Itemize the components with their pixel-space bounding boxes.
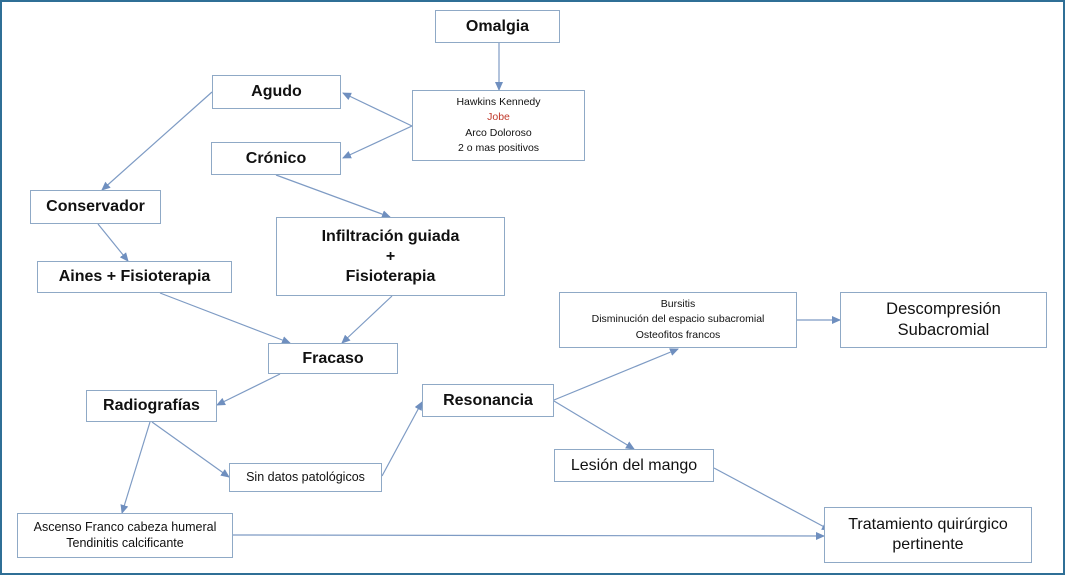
edge-tests-agudo (342, 92, 413, 127)
node-tests-line1: Hawkins Kennedy (456, 96, 541, 109)
edge-sindatos-resonancia (381, 401, 423, 477)
edge-resonancia-lesion (553, 400, 635, 450)
node-ascenso-line2: Tendinitis calcificante (66, 535, 184, 550)
node-cronico-label: Crónico (245, 149, 307, 167)
node-conservador: Conservador (30, 190, 161, 224)
node-radiografias-label: Radiografías (103, 397, 200, 414)
node-ascenso-line1: Ascenso Franco cabeza humeral (33, 519, 217, 534)
node-tratamiento-line2: pertinente (892, 536, 964, 553)
node-tratamiento: Tratamiento quirúrgico pertinente (824, 507, 1032, 563)
node-resonancia: Resonancia (422, 384, 554, 417)
node-descompresion-line1: Descompresión (886, 300, 1001, 319)
edge-fracaso-radiografias (216, 373, 281, 406)
node-fracaso: Fracaso (268, 343, 398, 374)
node-sin-datos: Sin datos patológicos (229, 463, 382, 492)
edge-lesion-tratamiento (713, 467, 831, 531)
node-conservador-label: Conservador (46, 198, 145, 215)
node-descompresion-line2: Subacromial (897, 321, 990, 339)
edge-conservador-aines (97, 223, 129, 262)
node-aines: Aines + Fisioterapia (37, 261, 232, 293)
edge-aines-fracaso (159, 292, 291, 344)
node-infiltracion: Infiltración guiada + Fisioterapia (276, 217, 505, 296)
node-lesion: Lesión del mango (554, 449, 714, 482)
node-tests: Hawkins Kennedy Jobe Arco Doloroso 2 o m… (412, 90, 585, 161)
node-lesion-label: Lesión del mango (570, 456, 698, 474)
edge-radiografias-sindatos (151, 421, 230, 478)
node-infiltracion-line3: Fisioterapia (345, 267, 436, 285)
node-fracaso-label: Fracaso (302, 349, 364, 367)
edge-ascenso-tratamiento (232, 531, 825, 540)
node-tests-line4: 2 o mas positivos (457, 141, 540, 154)
node-agudo: Agudo (212, 75, 341, 109)
node-descompresion: Descompresión Subacromial (840, 292, 1047, 348)
node-infiltracion-line2: + (385, 247, 396, 265)
node-omalgia-label: Omalgia (465, 17, 530, 35)
node-omalgia: Omalgia (435, 10, 560, 43)
edge-agudo-conservador (101, 91, 213, 191)
edge-cronico-infiltracion (275, 174, 391, 218)
node-aines-label: Aines + Fisioterapia (58, 268, 211, 285)
node-ascenso: Ascenso Franco cabeza humeral Tendinitis… (17, 513, 233, 558)
node-hallazgos-line1: Bursitis (660, 298, 696, 311)
node-hallazgos-line3: Osteofitos francos (635, 328, 721, 341)
node-hallazgos: Bursitis Disminución del espacio subacro… (559, 292, 797, 348)
node-cronico: Crónico (211, 142, 341, 175)
edge-tests-cronico (342, 125, 413, 159)
node-tests-line2: Jobe (487, 111, 510, 124)
node-hallazgos-line2: Disminución del espacio subacromial (591, 313, 765, 326)
edge-infiltracion-fracaso (341, 295, 393, 344)
node-sin-datos-label: Sin datos patológicos (246, 469, 365, 484)
node-tests-line3: Arco Doloroso (465, 126, 532, 139)
edge-radiografias-ascenso (120, 421, 151, 514)
node-tratamiento-line1: Tratamiento quirúrgico (848, 516, 1008, 533)
node-resonancia-label: Resonancia (443, 391, 533, 409)
edge-resonancia-hallazgos (553, 348, 679, 401)
node-agudo-label: Agudo (251, 83, 302, 100)
node-infiltracion-line1: Infiltración guiada (321, 227, 460, 245)
node-radiografias: Radiografías (86, 390, 217, 422)
